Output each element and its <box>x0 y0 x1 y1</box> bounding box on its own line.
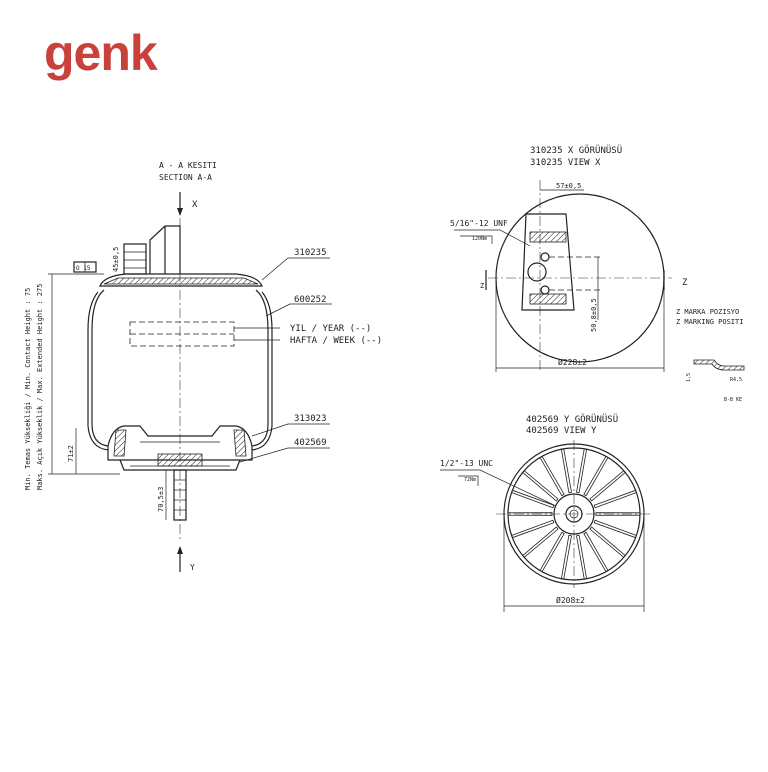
piston <box>107 425 253 461</box>
week-label: HAFTA / WEEK (--) <box>290 336 382 346</box>
view-x-dim-width: 57±0,5 <box>556 182 581 190</box>
flag-label: O 15 <box>76 265 91 272</box>
view-x-axis-left: Z <box>480 282 484 290</box>
bellow-right <box>251 289 269 447</box>
wheel-spoke <box>576 448 588 494</box>
view-x-title-en: 310235 VIEW X <box>530 158 601 168</box>
dim-top-label: 45±0,5 <box>112 247 120 272</box>
wheel-spoke <box>522 470 559 502</box>
wheel-spoke <box>593 519 637 539</box>
top-stud <box>123 243 147 275</box>
wheel-spoke <box>560 534 572 580</box>
view-x-dim-vertical: 50,8±0,5 <box>590 298 598 332</box>
wheel-spoke <box>560 448 572 494</box>
view-y-thread: 1/2"-13 UNC <box>440 459 493 468</box>
view-x-hole <box>527 262 547 282</box>
view-y-diameter: Ø208±2 <box>556 595 585 605</box>
wheel-spoke <box>539 531 565 573</box>
view-x: 310235 X GÖRÜNÜSÜ 310235 VIEW X 57±0,5 5… <box>450 145 688 372</box>
view-y: 402569 Y GÖRÜNÜSÜ 402569 VIEW Y 1/2"-13 … <box>440 414 652 612</box>
marking-profile <box>693 359 745 371</box>
bottom-stud <box>173 469 187 521</box>
view-x-bolt-bottom <box>540 285 550 295</box>
axis-y-label: Y <box>190 563 195 572</box>
wheel-spoke <box>583 531 609 573</box>
section-view: A - A KESITI SECTION A-A X 45±0,5 O 15 <box>24 161 382 572</box>
view-y-torque: 72Nm <box>464 477 476 483</box>
wheel-spoke <box>589 470 626 502</box>
view-x-thread: 5/16"-12 UNF <box>450 219 508 228</box>
marking-detail: Z MARKA POZISYO Z MARKING POSITI 1,5 R4,… <box>676 308 745 403</box>
marking-dim-a: 1,5 <box>686 373 692 382</box>
part-bellow: 600252 <box>294 295 327 305</box>
year-label: YIL / YEAR (--) <box>290 324 371 334</box>
marking-section-label: B-B KE <box>724 397 742 403</box>
view-y-title-tr: 402569 Y GÖRÜNÜSÜ <box>526 414 618 425</box>
wheel-spoke <box>576 534 588 580</box>
view-x-axis-right: Z <box>682 278 688 288</box>
wheel-spoke <box>589 526 626 558</box>
part-piston: 313023 <box>294 414 327 424</box>
view-x-bolt-top <box>540 252 550 262</box>
wheel-spoke <box>539 455 565 497</box>
section-title-en: SECTION A-A <box>159 173 212 182</box>
view-x-title-tr: 310235 X GÖRÜNÜSÜ <box>530 145 622 156</box>
wheel-spoke <box>595 512 641 516</box>
bellow-left <box>91 289 109 447</box>
view-y-spokes <box>507 448 641 580</box>
genk-logo: genk <box>44 25 158 81</box>
marking-line1: Z MARKA POZISYO <box>676 308 739 316</box>
section-title-tr: A - A KESITI <box>159 161 217 170</box>
marking-line2: Z MARKING POSITI <box>676 318 743 326</box>
wheel-spoke <box>507 512 553 516</box>
marking-dim-b: R4,5 <box>730 377 742 383</box>
wheel-spoke <box>583 455 609 497</box>
wheel-spoke <box>593 489 637 509</box>
view-x-diameter: Ø228±2 <box>558 357 587 367</box>
vertical-text-2: Maks. Açık Yükseklik / Max. Extended Hei… <box>36 283 44 490</box>
vertical-text-1: Min. Temas Yüksekliği / Min. Contact Hei… <box>24 288 32 490</box>
marking-box <box>129 321 235 347</box>
view-x-torque: 120Nm <box>472 236 487 242</box>
top-plate <box>99 273 263 287</box>
view-x-bracket <box>521 213 575 311</box>
wheel-spoke <box>511 489 555 509</box>
dim-71-label: 71±2 <box>67 445 75 462</box>
wheel-spoke <box>511 519 555 539</box>
axis-x-label: X <box>192 200 198 210</box>
view-y-title-en: 402569 VIEW Y <box>526 426 597 436</box>
dim-stud-label: 70,5±3 <box>157 487 165 512</box>
wheel-spoke <box>522 526 559 558</box>
part-base: 402569 <box>294 438 327 448</box>
part-top-plate: 310235 <box>294 248 327 258</box>
